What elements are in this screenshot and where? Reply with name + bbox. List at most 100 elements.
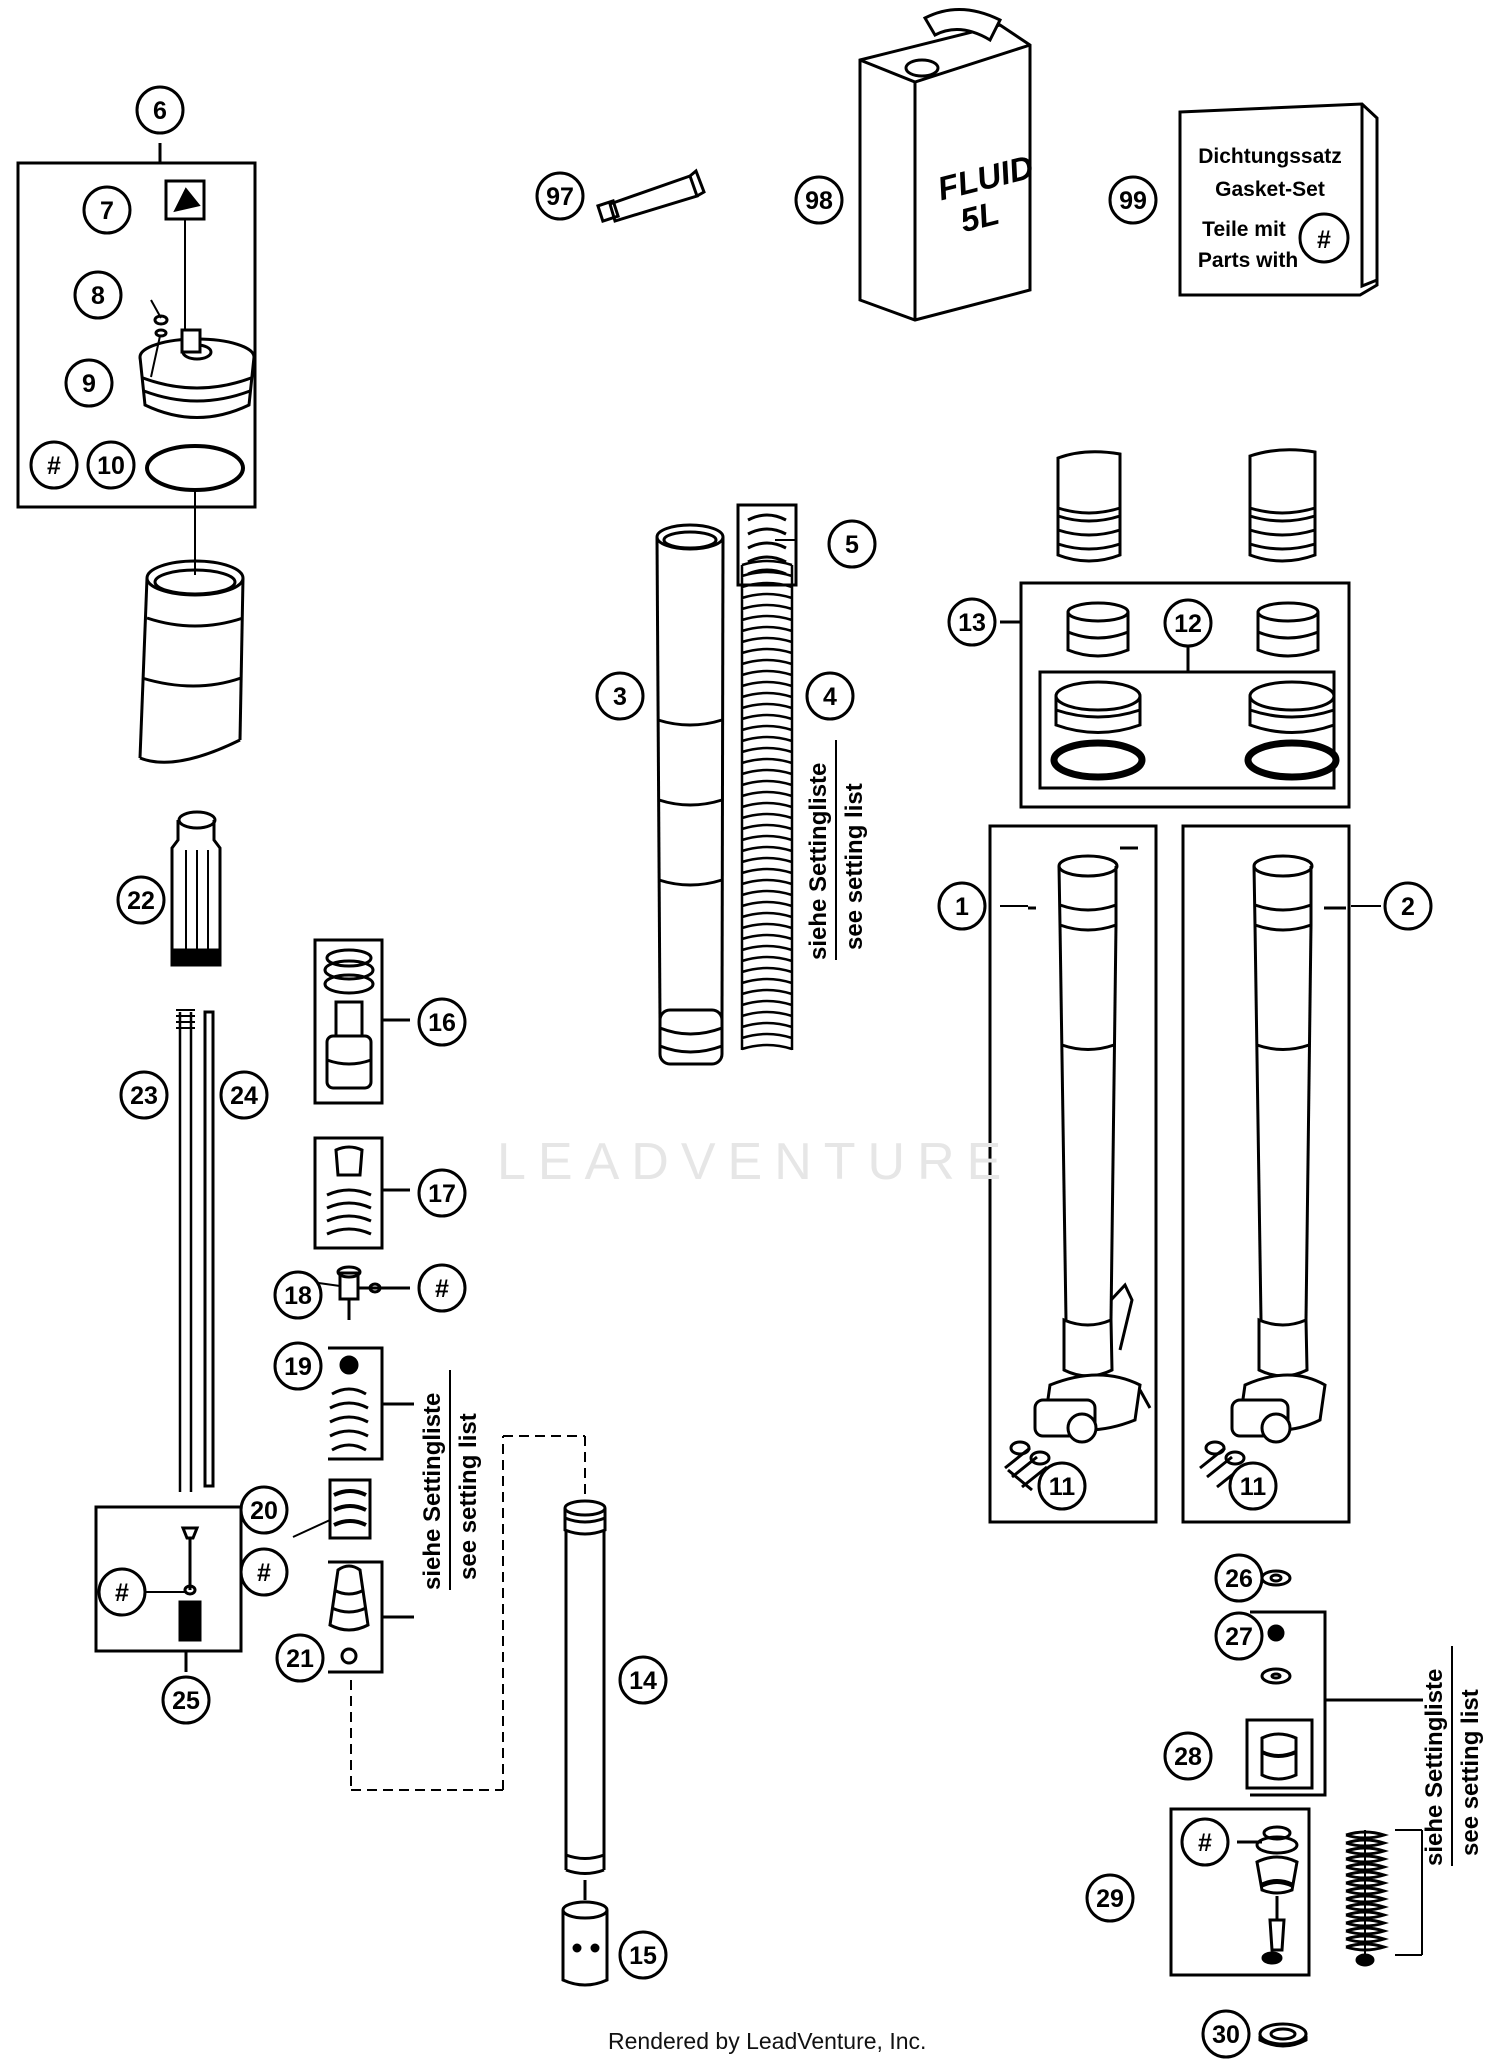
callout-12: 12 bbox=[1163, 598, 1213, 648]
callout-label: 24 bbox=[230, 1082, 258, 1110]
callout-label: 9 bbox=[82, 370, 96, 398]
callout-label: 97 bbox=[546, 183, 574, 211]
callout-label: 99 bbox=[1119, 187, 1147, 215]
callout-label: 23 bbox=[130, 1082, 158, 1110]
part-group-29 bbox=[1169, 1807, 1311, 1977]
callout-27: 27 bbox=[1214, 1611, 1264, 1661]
callout-22: 22 bbox=[116, 875, 166, 925]
callout-label: 26 bbox=[1225, 1565, 1253, 1593]
callout-5: 5 bbox=[827, 519, 877, 569]
callout-15: 15 bbox=[618, 1930, 668, 1980]
callout-label: # bbox=[435, 1275, 449, 1303]
watermark: LEADVENTURE bbox=[497, 1133, 1014, 1191]
setting-note-1: siehe Settingliste see setting list bbox=[805, 740, 868, 960]
setting-note-2: siehe Settingliste see setting list bbox=[419, 1370, 482, 1590]
callout-label: 98 bbox=[805, 187, 833, 215]
callout-21: 21 bbox=[275, 1633, 325, 1683]
callout-hash: # bbox=[29, 440, 79, 490]
callout-label: 21 bbox=[286, 1645, 314, 1673]
upper-tube-segment bbox=[138, 559, 245, 764]
callout-hash: # bbox=[239, 1547, 289, 1597]
callout-25: 25 bbox=[161, 1675, 211, 1725]
callout-1: 1 bbox=[937, 881, 987, 931]
callout-label: 28 bbox=[1174, 1743, 1202, 1771]
callout-label: 1 bbox=[955, 893, 969, 921]
callout-98: 98 bbox=[794, 175, 844, 225]
callout-label: # bbox=[47, 452, 61, 480]
callout-11b: 11 bbox=[1228, 1461, 1278, 1511]
part-group-19-21 bbox=[328, 1346, 414, 1674]
callout-19: 19 bbox=[273, 1341, 323, 1391]
callout-label: 20 bbox=[250, 1497, 278, 1525]
part-bushings-top bbox=[1056, 448, 1317, 563]
part-15-sleeve bbox=[561, 1900, 609, 1987]
callout-label: 25 bbox=[172, 1687, 200, 1715]
callout-label: # bbox=[115, 1579, 129, 1607]
callout-label: 4 bbox=[823, 683, 837, 711]
callout-7: 7 bbox=[82, 185, 132, 235]
part-2-fork-leg bbox=[1181, 824, 1351, 1524]
callout-99: 99 bbox=[1108, 175, 1158, 225]
part-26-nut bbox=[1260, 1569, 1292, 1587]
callout-26: 26 bbox=[1214, 1553, 1264, 1603]
part-group-13 bbox=[1000, 581, 1351, 809]
callout-label: 6 bbox=[153, 97, 167, 125]
callout-14: 14 bbox=[618, 1655, 668, 1705]
callout-16: 16 bbox=[417, 997, 467, 1047]
callout-28: 28 bbox=[1163, 1731, 1213, 1781]
callout-label: 7 bbox=[100, 197, 114, 225]
callout-label: 16 bbox=[428, 1009, 456, 1037]
callout-label: 22 bbox=[127, 887, 155, 915]
setting-note-1-de: siehe Settingliste bbox=[805, 763, 832, 960]
callout-13: 13 bbox=[947, 597, 997, 647]
callout-23: 23 bbox=[119, 1070, 169, 1120]
setting-note-3: siehe Settingliste see setting list bbox=[1421, 1646, 1484, 1866]
part-99-gasket-set-box: Dichtungssatz Gasket-Set Teile mit Parts… bbox=[1178, 102, 1379, 297]
callout-9: 9 bbox=[64, 358, 114, 408]
gasket-set-text-3: Teile mit bbox=[1202, 218, 1286, 241]
callout-hash: # bbox=[417, 1263, 467, 1313]
callout-label: 10 bbox=[97, 452, 125, 480]
part-14-tube bbox=[563, 1499, 607, 1900]
part-98-fluid-can: FLUID 5L bbox=[858, 8, 1037, 322]
callout-label: 11 bbox=[1240, 1473, 1267, 1501]
callout-label: 17 bbox=[428, 1180, 456, 1208]
callout-label: 5 bbox=[845, 531, 859, 559]
part-group-27-28 bbox=[1245, 1610, 1423, 1797]
footer-credit: Rendered by LeadVenture, Inc. bbox=[608, 2028, 927, 2054]
callout-label: 29 bbox=[1096, 1885, 1124, 1913]
part-4-spring bbox=[740, 559, 794, 1051]
shim-stack bbox=[1345, 1829, 1423, 1967]
callout-3: 3 bbox=[595, 671, 645, 721]
callout-label: 30 bbox=[1212, 2021, 1240, 2049]
callout-6: 6 bbox=[135, 85, 185, 135]
callout-30: 30 bbox=[1201, 2009, 1251, 2059]
callout-17: 17 bbox=[417, 1168, 467, 1218]
gasket-set-text-4: Parts with bbox=[1198, 249, 1298, 272]
setting-note-3-de: siehe Settingliste bbox=[1421, 1669, 1448, 1866]
callout-4: 4 bbox=[805, 671, 855, 721]
setting-note-2-de: siehe Settingliste bbox=[419, 1393, 446, 1590]
part-3-tube bbox=[655, 523, 725, 1066]
setting-note-3-en: see setting list bbox=[1457, 1689, 1484, 1856]
callout-11a: 11 bbox=[1037, 1461, 1087, 1511]
part-5-spring-box bbox=[736, 503, 798, 587]
callout-label: 12 bbox=[1174, 610, 1202, 638]
part-18-valve bbox=[336, 1265, 410, 1320]
part-group-17 bbox=[313, 1136, 410, 1250]
callout-label: 14 bbox=[629, 1667, 657, 1695]
callout-2: 2 bbox=[1383, 881, 1433, 931]
callout-hash: # bbox=[1180, 1817, 1230, 1867]
part-22-cartridge bbox=[170, 810, 222, 967]
callout-label: 8 bbox=[91, 282, 105, 310]
callout-10: 10 bbox=[86, 440, 136, 490]
callout-8: 8 bbox=[73, 270, 123, 320]
gasket-set-text-2: Gasket-Set bbox=[1215, 178, 1325, 201]
group-box-6 bbox=[16, 161, 257, 509]
callout-label: 27 bbox=[1225, 1623, 1253, 1651]
callout-label: 3 bbox=[613, 683, 627, 711]
callout-label: 19 bbox=[284, 1353, 312, 1381]
